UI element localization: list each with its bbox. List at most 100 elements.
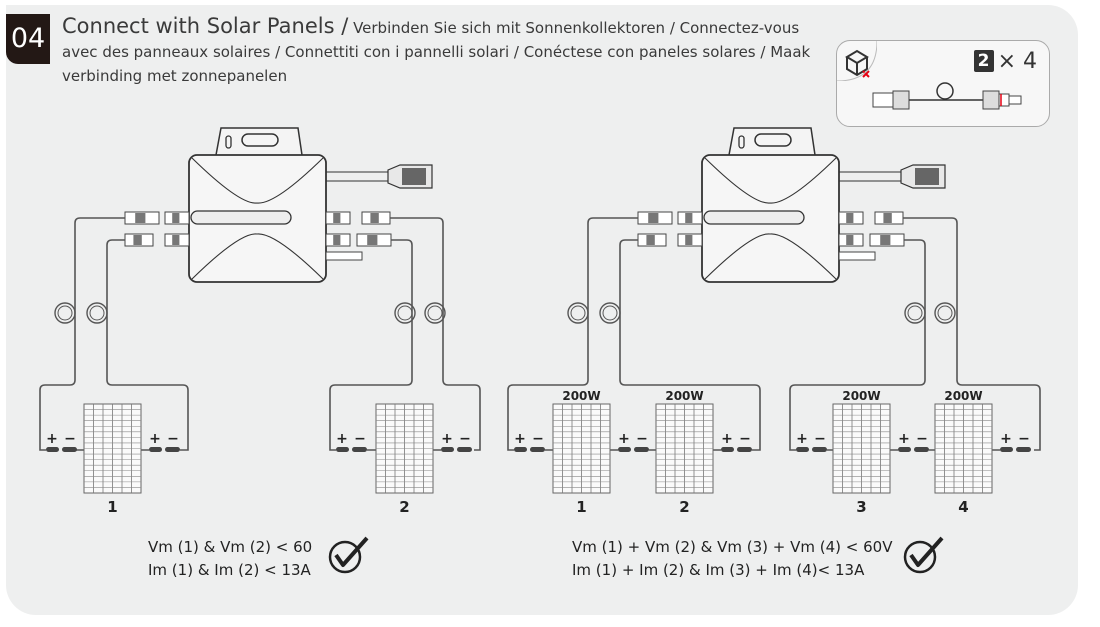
panel-label-2: 2 [679,498,689,516]
checkmark-icon [334,536,369,567]
plus-terminal-label: + [46,431,58,447]
dc-port-right-1 [325,211,351,225]
cable [789,239,926,451]
plus-terminal-label: + [336,431,348,447]
plus-terminal-label: + [514,431,526,447]
dc-port-left-1 [164,211,190,225]
formula-left: Vm (1) & Vm (2) < 60 Im (1) & Im (2) < 1… [148,536,312,582]
cable-coil-icon [937,305,953,321]
panel-label-4: 4 [958,498,968,516]
title-translations: Verbinden Sie sich mit Sonnenkollektoren… [62,19,811,85]
cable-connector [361,211,391,225]
mc4-plus-connector [898,447,911,452]
dc-port-left-2 [164,233,190,247]
panel-label-2: 2 [399,498,409,516]
bracket-hole [225,135,232,149]
minus-terminal-label: − [167,431,179,447]
mc4-plus-connector [618,447,631,452]
plus-terminal-label: + [441,431,453,447]
connector-nut [648,213,659,223]
panel-wattage: 200W [842,389,880,403]
minus-terminal-label: − [532,431,544,447]
checkmark-icon [903,540,937,574]
inverter-x-lines [704,157,837,280]
kit-quantity: 2× 4 [973,49,1037,74]
minus-terminal-label: − [64,431,76,447]
cable-coil-icon [397,305,413,321]
cable-coil-icon [599,302,621,324]
cable-panel-1 [39,217,125,451]
cable-connector [637,211,673,225]
cable-coil-icon [89,305,105,321]
inverter-label-strip [190,210,292,225]
ac-cable [839,171,901,182]
kit-item-number: 2 [973,50,994,72]
panel-label-3: 3 [856,498,866,516]
cable-panel-2 [390,217,481,451]
connector-nut [685,213,693,223]
cable [507,217,638,451]
connector-nut [883,213,892,223]
minus-terminal-label: − [354,431,366,447]
plus-terminal-label: + [721,431,733,447]
dc-port-right-2 [325,233,351,247]
panel-wattage: 200W [944,389,982,403]
formula-left-voltage: Vm (1) & Vm (2) < 60 [148,538,313,556]
cable-connector [869,233,905,247]
connector-nut [172,213,180,223]
solar-panel [552,403,611,494]
mc4-plus-connector [46,447,59,452]
kit-quantity-value: × 4 [997,49,1037,74]
title-main: Connect with Solar Panels / [62,14,349,38]
ground-port [325,251,363,261]
solar-panel [83,403,142,494]
mounting-bracket [728,127,816,156]
cable-coil-icon [907,305,923,321]
ac-cable [326,171,388,182]
connector-nut [367,235,378,245]
plus-terminal-label: + [618,431,630,447]
extension-cable-icon [872,82,1022,110]
step-number-badge: 04 [6,14,50,64]
plus-terminal-label: + [898,431,910,447]
box-not-included-icon [845,49,870,78]
cable-coil-icon [904,302,926,324]
mc4-minus-connector [1016,447,1031,452]
mc4-minus-connector [165,447,180,452]
mounting-bracket [215,127,303,156]
connector-nut [880,235,891,245]
cable-coil-icon [602,305,618,321]
ac-connector-grip [402,168,426,185]
connector-nut [846,235,854,245]
cable-connector [124,233,154,247]
bracket-hole [738,135,745,149]
connector-nut [333,235,341,245]
connector-nut [135,213,146,223]
mc4-minus-connector [812,447,827,452]
panel-wattage: 200W [562,389,600,403]
cable-coil-icon [424,302,446,324]
checkmark-icon [909,536,944,567]
plus-terminal-label: + [1000,431,1012,447]
cable-coil-icon [54,302,76,324]
solar-panel [655,403,714,494]
bracket-slot [241,133,279,147]
solar-panel [375,403,434,494]
connector-nut [685,235,693,245]
cable-coil-icon [934,302,956,324]
inverter-x-lines [191,157,324,280]
step-title: Connect with Solar Panels / Verbinden Si… [62,14,822,88]
cable-coil-icon [570,305,586,321]
minus-terminal-label: − [1018,431,1030,447]
connector-nut [370,213,379,223]
formula-right-voltage: Vm (1) + Vm (2) & Vm (3) + Vm (4) < 60V [572,538,893,556]
dc-port-left-1 [677,211,703,225]
cable [903,217,1041,451]
mc4-plus-connector [336,447,349,452]
mc4-plus-connector [514,447,527,452]
mc4-plus-connector [441,447,454,452]
cable-connector [356,233,392,247]
inverter-label-strip [703,210,805,225]
mc4-minus-connector [457,447,472,452]
